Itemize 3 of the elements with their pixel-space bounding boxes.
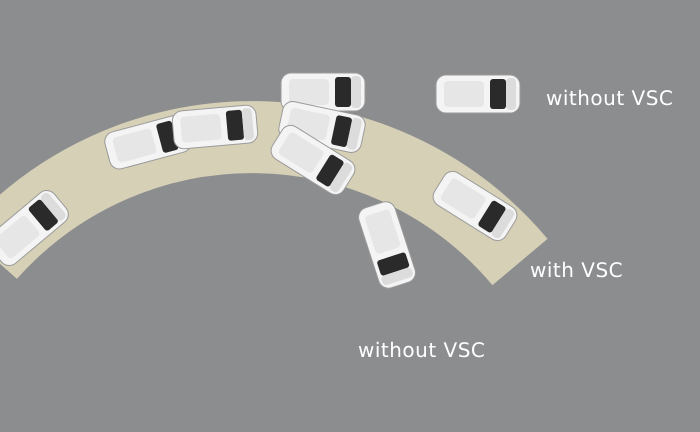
caption-text: without VSC <box>546 86 674 110</box>
caption-text: with VSC <box>530 258 624 282</box>
caption-text: without VSC <box>358 338 486 362</box>
